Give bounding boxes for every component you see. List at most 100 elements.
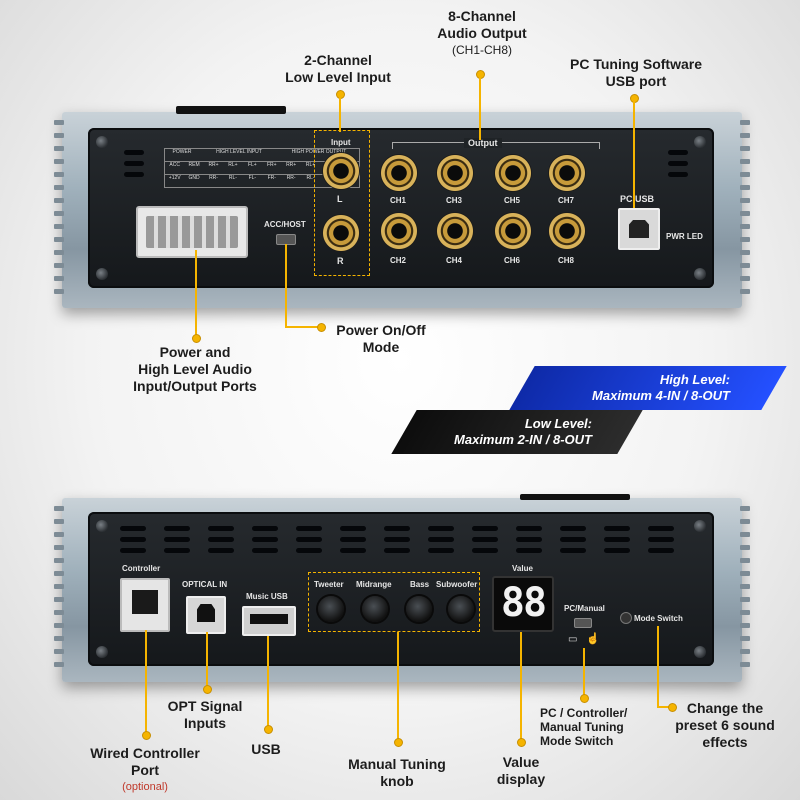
cooling-fin [740,146,750,151]
knob-label-subwoofer: Subwoofer [436,580,478,589]
opt-inputs-callout: OPT Signal Inputs [150,698,260,732]
pwr-led-label: PWR LED [666,232,703,241]
midrange-knob[interactable] [362,596,388,622]
power-mode-text: Power On/Off Mode [336,322,426,355]
cooling-fin [54,649,64,654]
callout-line [195,250,197,338]
manual-tuning-callout: Manual Tuning knob [330,756,464,790]
output-header: Output [464,138,502,148]
callout-dot [264,725,273,734]
tweeter-knob[interactable] [318,596,344,622]
usb-text: USB [251,741,281,757]
cooling-fin [54,519,64,524]
vent-slot [296,526,322,531]
rca-input-l[interactable] [322,152,360,190]
vent-slot [648,537,674,542]
input-label-l: L [337,194,343,204]
cooling-fin [740,532,750,537]
callout-dot [203,685,212,694]
callout-dot [394,738,403,747]
rca-output-ch6[interactable] [494,212,532,250]
callout-dot [580,694,589,703]
rca-input-r[interactable] [322,214,360,252]
cooling-fin [54,506,64,511]
vent-slot [120,548,146,553]
rca-output-ch7[interactable] [548,154,586,192]
pin-cell: FR+ [266,162,277,168]
tuning-knob-group [308,572,480,632]
pin-cell: GND [188,175,200,181]
rca-output-ch5[interactable] [494,154,532,192]
screw [694,520,706,532]
optical-in-port[interactable] [186,596,226,634]
vent-slot [124,172,144,177]
screw [96,520,108,532]
rca-output-ch8[interactable] [548,212,586,250]
cooling-fin [740,519,750,524]
callout-line [583,648,585,698]
cooling-fin [740,623,750,628]
callout-dot [317,323,326,332]
cooling-fin [54,198,64,203]
output-label-ch5: CH5 [504,196,521,205]
value-display-text: Value display [496,754,546,787]
cooling-fin [54,237,64,242]
high-level-banner: High Level: Maximum 4-IN / 8-OUT [592,372,730,403]
vent-slot [120,526,146,531]
music-usb-port[interactable] [242,606,296,636]
vent-slot [164,526,190,531]
subwoofer-knob[interactable] [448,596,474,622]
manual-tuning-text: Manual Tuning knob [348,756,446,789]
rca-output-ch4[interactable] [436,212,474,250]
cooling-fin [740,276,750,281]
input-label-r: R [337,256,344,266]
cooling-fin [54,185,64,190]
pc-usb-label: PC USB [620,194,655,204]
vent-slot [428,548,454,553]
cooling-fin [54,623,64,628]
pin-cell: RR- [286,175,296,181]
vent-slot [208,526,234,531]
mode-switch-button[interactable] [620,612,632,624]
cooling-fin [54,584,64,589]
vent-slot [648,526,674,531]
cooling-fin [740,610,750,615]
vent-slot [208,537,234,542]
pin-cell: FL+ [247,162,257,168]
output-label-ch2: CH2 [390,256,407,265]
cooling-fin [54,276,64,281]
callout-line [339,94,341,132]
usb-port-callout: PC Tuning Software USB port [556,56,716,90]
pin-cell: RR+ [286,162,297,168]
wired-controller-text: Wired Controller Port [90,745,200,778]
bass-knob[interactable] [406,596,432,622]
vent-slot [560,548,586,553]
rca-output-ch2[interactable] [380,212,418,250]
controller-port[interactable] [120,578,170,632]
cooling-fin [740,159,750,164]
pc-manual-switch[interactable] [574,618,592,628]
output-label-ch3: CH3 [446,196,463,205]
vent-slot [668,150,688,155]
power-io-connector[interactable] [136,206,248,258]
callout-line [657,706,673,708]
audio-output-text: 8-Channel Audio Output [437,8,527,41]
callout-line [520,632,522,742]
vent-slot [340,537,366,542]
cooling-fin [740,506,750,511]
vent-slot [340,526,366,531]
pc-usb-port[interactable] [618,208,660,250]
value-display-digits: 88 [500,580,547,626]
rca-output-ch1[interactable] [380,154,418,192]
audio-output-callout: 8-Channel Audio Output (CH1-CH8) [412,8,552,59]
vent-slot [648,548,674,553]
usb-b-socket [629,220,649,238]
cooling-fin [54,597,64,602]
input-group [314,130,370,276]
cooling-fin [54,532,64,537]
rca-output-ch3[interactable] [436,154,474,192]
cooling-fin [54,545,64,550]
vent-slot [604,537,630,542]
cooling-fin [54,558,64,563]
cooling-fin [54,159,64,164]
